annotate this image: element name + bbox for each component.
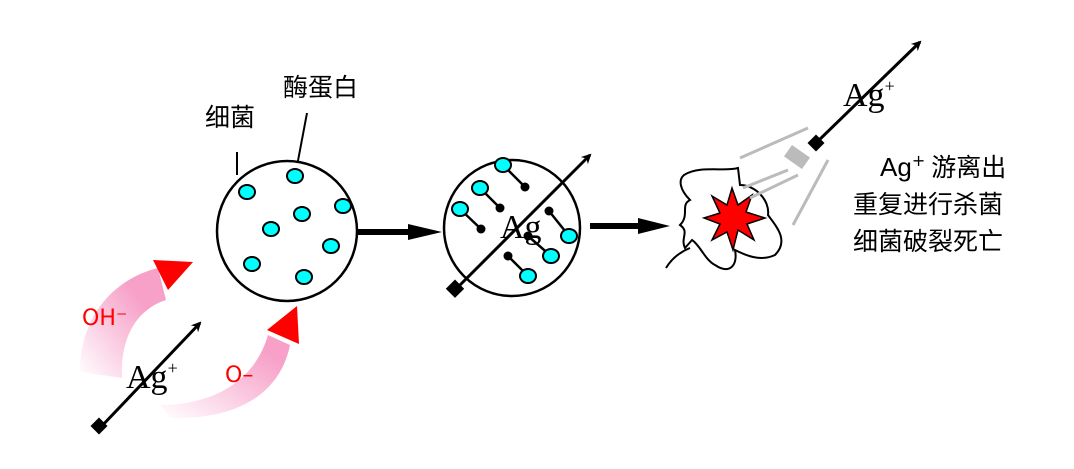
enzyme [286,168,304,184]
enzyme [560,228,578,244]
silver-ion-label: Ag+ [126,358,178,396]
enzyme-protein-label: 酶蛋白 [283,73,358,102]
bound-silver-dot [523,231,533,241]
enzyme [494,157,512,173]
enzyme [322,238,340,254]
bacteria-label: 细菌 [205,103,255,132]
enzyme [295,269,313,285]
enzyme [542,248,560,264]
enzyme [262,221,280,237]
enzyme [471,180,489,196]
enzyme [334,198,352,214]
arrow-fletching [90,417,108,435]
enzyme [238,184,256,200]
o-arrowhead [267,306,299,344]
silver-inside-label: Ag [500,209,542,246]
bound-silver-dot [476,224,486,234]
silver-ion-arrow [96,321,202,432]
enzyme [293,206,311,222]
explosion-icon [701,185,768,253]
silver-penetrating-arrow [453,153,592,292]
bacteria-cell [215,159,359,303]
result-line-2: 重复进行杀菌 [853,190,1003,219]
bound-silver-dot [520,182,530,192]
bound-enzyme-group [451,157,578,284]
enzyme [243,256,261,272]
bound-silver-dot [503,251,513,261]
enzyme [519,268,537,284]
oh-ion-label: OH⁻ [82,306,127,331]
result-line-1: Ag+游离出 [880,151,1006,182]
bound-silver-dot [544,206,554,216]
enzyme [451,201,469,217]
o-ion-label: O– [225,363,253,388]
oh-arrowhead [153,260,193,290]
o-ion-band [160,335,290,419]
silver-released-label: Ag+ [843,76,895,114]
result-line-3: 细菌破裂死亡 [853,227,1003,256]
release-lines [739,126,830,226]
bound-silver-dot [495,203,505,213]
silver-particle [783,144,811,170]
silver-released-arrow [814,40,922,145]
oh-ion-band [80,268,166,378]
enzyme-group [238,168,352,285]
